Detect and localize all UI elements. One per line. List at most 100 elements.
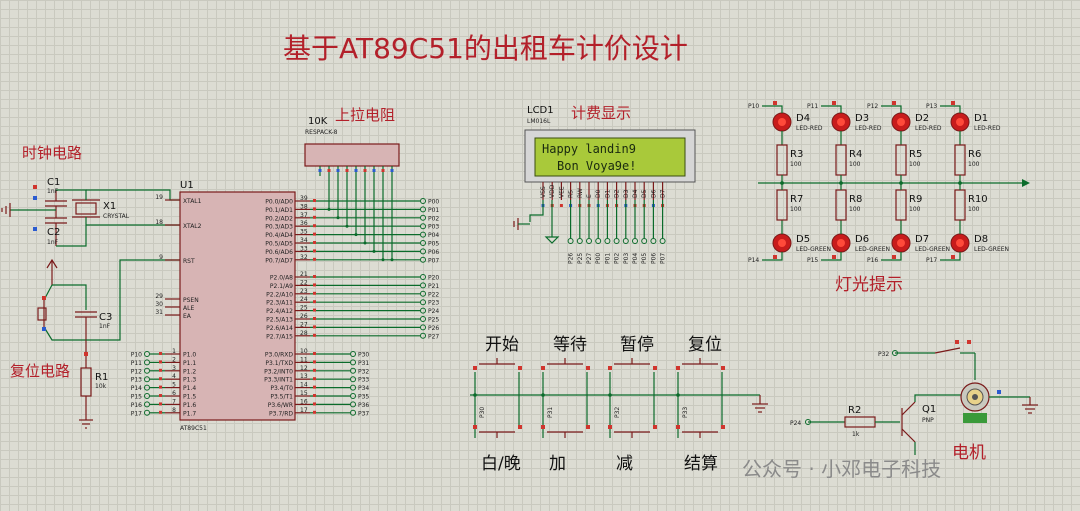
resistor-ref: R9 [909,194,922,205]
lights-label: 灯光提示 [835,275,903,295]
port-label: P31 [358,360,369,367]
mcu-pin-name: P2.7/A15 [266,333,293,340]
pin-state-dot [159,402,162,406]
mcu-pin-name: XTAL1 [183,198,202,205]
push-button-top[interactable] [473,358,522,395]
lcd-pin-name: D0 [595,189,602,198]
led-ref: D5 [796,234,810,245]
pin-state-dot [773,255,777,259]
mcu-pin-name: P2.6/A14 [266,325,293,332]
pin-state-dot [313,402,316,406]
mcu-pin-name: P2.1/A9 [270,283,293,290]
mcu-pin-name: P2.0/A8 [270,275,293,282]
resistor-value: 100 [968,161,980,168]
push-button-top[interactable] [676,358,725,395]
c3-value: 1nF [99,323,111,330]
x1-value: CRYSTAL [103,213,130,220]
push-button-bottom[interactable] [608,395,657,438]
pin-state-dot [159,385,162,389]
mcu-pin-name: P1.6 [183,402,196,409]
led-glow [778,239,786,247]
led-part: LED-GREEN [855,246,890,253]
lcd-terminal [650,238,657,244]
button-bottom-label: 结算 [684,454,718,474]
mcu-pin-name: P3.3/INT1 [264,377,293,384]
button-bottom-label: 减 [616,454,633,474]
button-top-label: 等待 [553,335,587,355]
pin-state-dot [892,255,896,259]
lcd-pin-name: D2 [614,189,621,198]
junction-dot [958,181,962,185]
port-terminal [350,376,356,383]
port-label: P34 [358,385,369,392]
clock-circuit [1,185,180,247]
mcu-pin-number: 34 [300,237,308,244]
push-button-top[interactable] [608,358,657,395]
lcd-pin-label: P07 [660,253,667,264]
port-terminal [420,299,426,306]
push-button-bottom[interactable] [473,395,522,438]
pin-state-dot [559,204,563,207]
mcu-pin-number: 8 [172,407,176,414]
resistor-ref: R6 [968,149,981,160]
pin-state-dot [313,291,316,295]
pin-state-dot [354,169,358,172]
mcu-pin-number: 30 [155,301,163,308]
push-button-bottom[interactable] [676,395,725,438]
junction-dot [372,249,376,253]
led-glow [956,118,964,126]
lcd-terminal [622,238,629,244]
port-terminal [420,248,426,255]
button-pin-label: P30 [479,407,486,418]
mcu-pin-number: 22 [300,279,308,286]
port-label: P01 [428,207,439,214]
mcu-pin-name: EA [183,313,192,320]
mcu-pin-name: P3.4/T0 [270,385,293,392]
c2-ref: C2 [47,227,60,238]
mcu-pin-name: PSEN [183,297,199,304]
led-glow [778,118,786,126]
mcu-pin-name: P3.7/RD [269,410,293,417]
pin-state-dot [313,249,316,253]
button-pin-label: P31 [547,407,554,418]
mcu-pin-number: 18 [155,219,163,226]
led-pin-label: P16 [867,257,878,264]
pin-state-dot [336,169,340,172]
port-terminal [420,214,426,221]
q1-ref: Q1 [922,404,936,415]
port-terminal [144,376,150,383]
lcd-pin-name: VDD [549,184,556,198]
lcd-pin-label: P27 [586,253,593,264]
port-terminal [420,231,426,238]
resistor-value: 100 [849,161,861,168]
port-terminal [420,274,426,280]
r1-ref: R1 [95,372,108,383]
resistor-r10 [954,189,966,221]
junction-dot [327,207,331,211]
led-ref: D1 [974,113,988,124]
lcd-pin-name: D1 [604,189,611,198]
lcd-pin-label: P00 [595,253,602,264]
lcd-module [524,129,696,183]
port-terminal [144,384,150,391]
resistor-value: 100 [849,206,861,213]
clock-circuit-label: 时钟电路 [22,144,82,162]
push-button-top[interactable] [541,358,590,395]
mcu-pin-number: 27 [300,321,308,328]
port-terminal [144,409,150,416]
resistor-r4 [835,144,847,176]
push-button-bottom[interactable] [541,395,590,438]
lcd-terminal [576,238,583,244]
mcu-pin-number: 23 [300,288,308,295]
port-label: P12 [131,368,142,375]
mcu-pin-name: P0.7/AD7 [265,257,293,264]
lcd-pin-label: P26 [568,253,575,264]
led-part: LED-GREEN [915,246,950,253]
c1-ref: C1 [47,177,60,188]
